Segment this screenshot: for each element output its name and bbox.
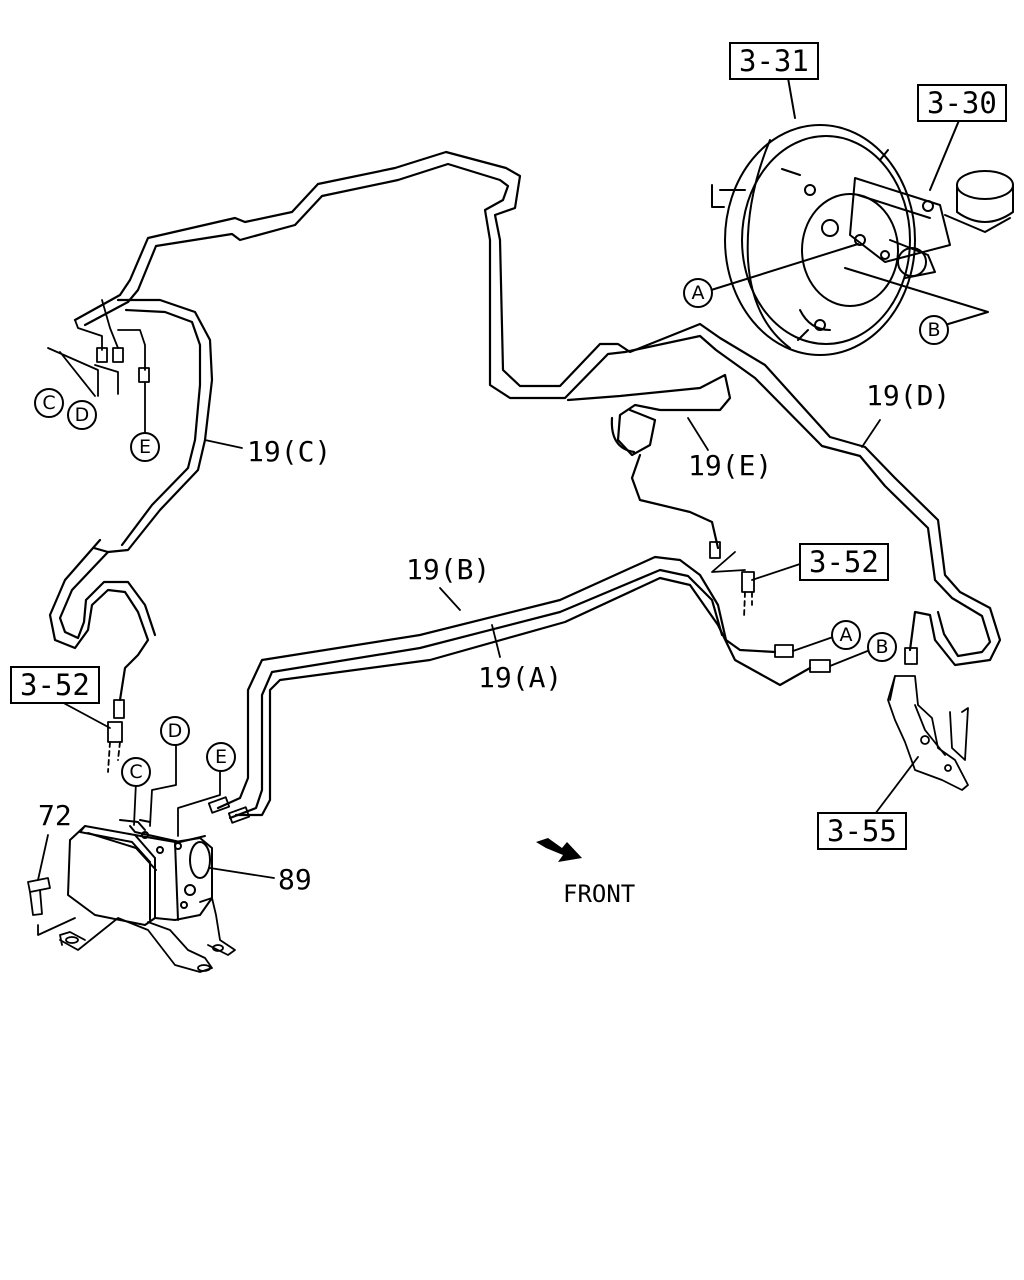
marker-top-left-e: E: [130, 432, 160, 462]
ref-3-30-box: 3-30: [917, 84, 1007, 122]
left-hose-3-52: [57, 699, 125, 773]
pipe-19e: [566, 373, 732, 550]
ref-3-31-box: 3-31: [729, 42, 819, 80]
marker-booster-a: A: [683, 278, 713, 308]
abs-unit: [67, 819, 213, 926]
ref-3-55-box: 3-55: [817, 812, 907, 850]
pipe-upper-run: [73, 150, 1002, 667]
right-hose-3-52: [709, 541, 801, 619]
front-label: FRONT: [563, 880, 636, 908]
brake-booster: [711, 124, 916, 356]
leader-booster-a: [707, 243, 859, 292]
abs-bracket: [59, 897, 236, 973]
top-left-fittings: [47, 299, 150, 433]
marker-mid-a: A: [831, 620, 861, 650]
ref-3-52-right-box: 3-52: [799, 543, 889, 581]
master-cylinder: [821, 170, 1014, 279]
pipe-19ab: [216, 555, 812, 820]
front-arrow-icon: [536, 838, 582, 862]
marker-top-left-c: C: [34, 388, 64, 418]
abs-unit-number: 89: [278, 863, 312, 896]
pipe-19b-label: 19(B): [406, 553, 491, 586]
leader-booster-b: [844, 267, 989, 326]
mid-fittings: [774, 636, 871, 673]
marker-mid-b: B: [867, 632, 897, 662]
pipe-leaders: [204, 417, 881, 658]
bolt-number: 72: [38, 799, 72, 832]
pipe-19c-label: 19(C): [247, 435, 332, 468]
bracket-3-55: [871, 647, 969, 819]
marker-abs-d: D: [160, 716, 190, 746]
pipe-19e-label: 19(E): [688, 449, 773, 482]
marker-booster-b: B: [919, 315, 949, 345]
marker-top-left-d: D: [67, 400, 97, 430]
pipe-19d-label: 19(D): [866, 379, 951, 412]
bolt-72: [27, 834, 76, 936]
pipe-19a-label: 19(A): [478, 661, 563, 694]
marker-abs-e: E: [206, 742, 236, 772]
ref-3-52-left-box: 3-52: [10, 666, 100, 704]
abs-leaders: [133, 744, 275, 879]
pipe-19c: [48, 298, 214, 702]
marker-abs-c: C: [121, 757, 151, 787]
